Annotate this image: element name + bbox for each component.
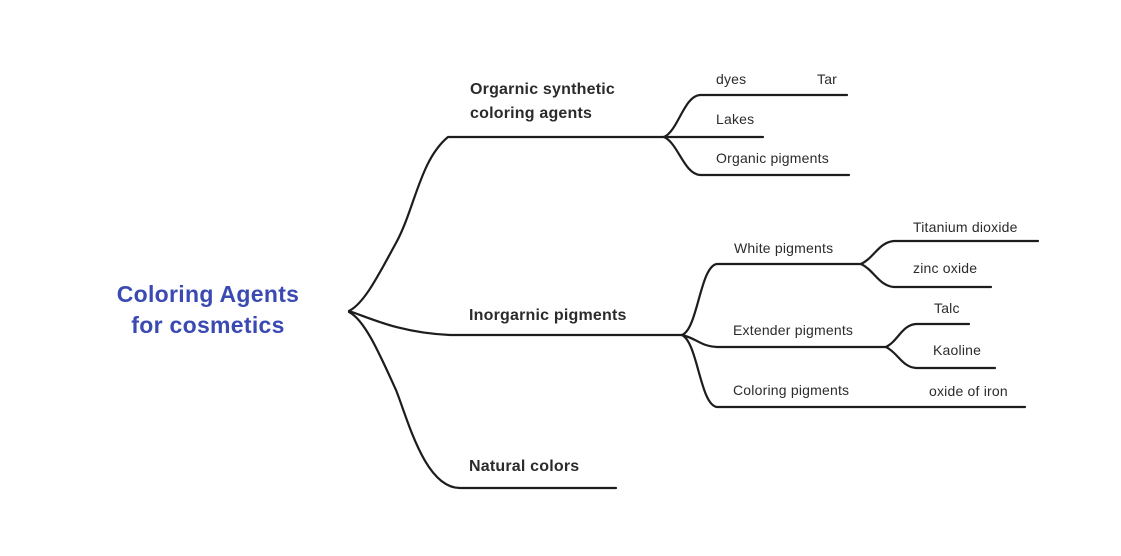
connector-extender-kaoline: [884, 345, 997, 370]
node-extender-pigments: Extender pigments: [733, 322, 854, 338]
node-lakes: Lakes: [716, 111, 755, 127]
root-node-title: Coloring Agents for cosmetics: [66, 279, 350, 341]
node-organic-synthetic-line2: coloring agents: [470, 105, 593, 122]
node-inorganic-pigments: Inorgarnic pigments: [469, 307, 627, 324]
connector-root-natural: [347, 310, 618, 490]
connector-inorganic-white: [680, 262, 863, 337]
node-organic-pigments: Organic pigments: [716, 150, 829, 166]
root-title-line2: for cosmetics: [131, 312, 285, 338]
connector-inorganic-coloring: [680, 333, 1027, 409]
connector-inorganic-extender: [680, 333, 888, 349]
node-titanium-dioxide: Titanium dioxide: [913, 219, 1018, 235]
node-zinc-oxide: zinc oxide: [913, 260, 978, 276]
connector-root-organic: [347, 135, 666, 313]
root-title-line1: Coloring Agents: [116, 281, 300, 307]
connector-white-zinc: [859, 262, 993, 289]
node-kaoline: Kaoline: [933, 342, 982, 358]
connector-organic-pigments: [662, 135, 851, 177]
connector-extender-talc: [884, 322, 971, 349]
node-white-pigments: White pigments: [734, 240, 834, 256]
node-oxide-of-iron: oxide of iron: [929, 383, 1008, 399]
node-natural-colors: Natural colors: [469, 458, 580, 475]
node-organic-synthetic: Orgarnic synthetic coloring agents: [470, 78, 615, 126]
connector-white-titanium: [859, 239, 1040, 266]
node-talc: Talc: [934, 300, 960, 316]
node-coloring-pigments: Coloring pigments: [733, 382, 850, 398]
node-tar: Tar: [817, 71, 838, 87]
connector-root-inorganic: [347, 309, 684, 337]
connector-organic-dyes: [662, 93, 849, 139]
node-organic-synthetic-line1: Orgarnic synthetic: [470, 81, 615, 98]
node-dyes: dyes: [716, 71, 747, 87]
